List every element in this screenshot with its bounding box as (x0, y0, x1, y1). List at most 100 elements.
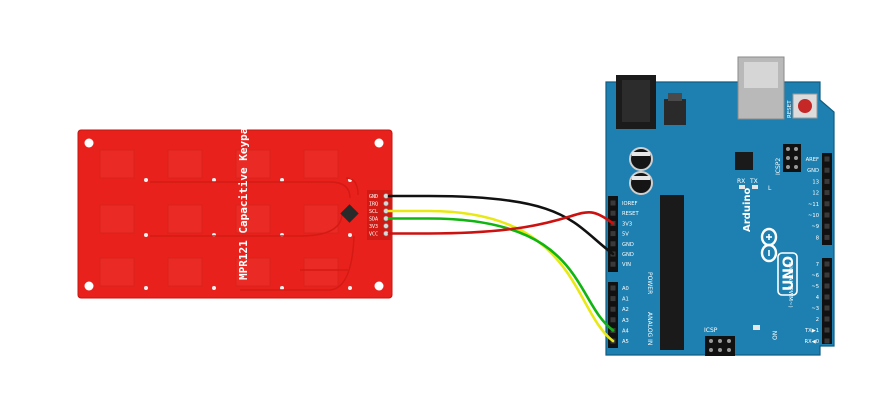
keypad-key (303, 257, 339, 287)
mount-hole (374, 138, 384, 148)
header-pin (610, 231, 616, 237)
icsp-pin (718, 339, 722, 343)
header-pin-label: IOREF (622, 201, 637, 207)
header-pin (824, 190, 830, 196)
header-pin-label: 7 (816, 262, 819, 268)
arduino-uno-board: RESET TX RX L ICSP2 Arduino (605, 56, 835, 356)
mpr121-keypad-board: MPR121 Capacitive Keypad GNDIRQSCLSDA3V3… (77, 121, 393, 299)
keypad-key (167, 204, 203, 234)
header-pin-label: A1 (622, 297, 629, 303)
led-tx (752, 185, 758, 189)
keypad-pin-label: GND (369, 194, 378, 200)
via (212, 178, 216, 182)
header-pin (610, 306, 616, 312)
header-pin (824, 178, 830, 184)
header-pin (824, 156, 830, 162)
keypad-pin (383, 223, 389, 229)
header-pin-label: A0 (622, 286, 629, 292)
header-pin (610, 241, 616, 247)
keypad-keys (99, 149, 352, 290)
header-pin (824, 294, 830, 300)
keypad-traces (150, 177, 359, 291)
icsp-label: ICSP (704, 327, 718, 334)
keypad-pin (383, 215, 389, 222)
header-pin-label: RX◀0 (805, 339, 819, 345)
header-pin-label: VIN (622, 262, 631, 268)
atmega-chip (660, 195, 684, 350)
arduino-logo (760, 227, 778, 263)
power-header-label: POWER (646, 272, 653, 294)
keypad-key (167, 257, 203, 287)
header-pin (824, 212, 830, 218)
mount-hole (374, 281, 384, 291)
header-pin (824, 167, 830, 173)
header-pin (824, 201, 830, 207)
icsp-header: ICSP (704, 327, 735, 356)
header-pin (824, 223, 830, 229)
header-pin-label: ~11 (808, 202, 819, 208)
header-pin-label: GND (622, 252, 634, 258)
usb-chip (735, 152, 753, 170)
keypad-key (167, 149, 203, 179)
header-pin (610, 285, 616, 291)
icsp2-label: ICSP2 (775, 158, 782, 175)
icsp-pin (709, 339, 713, 343)
mount-hole (84, 138, 94, 148)
wire-sda-to-a4 (387, 217, 615, 332)
header-pin-label: A4 (622, 328, 630, 334)
wire-scl-to-a5 (387, 209, 615, 343)
keypad-key (303, 204, 339, 234)
header-pin-label: ~10 (808, 213, 819, 219)
via (144, 233, 148, 237)
analog-header-label: ANALOG IN (646, 312, 653, 345)
rx-label: RX (737, 178, 745, 185)
icsp2-pin (786, 156, 790, 160)
header-pin-label: 2 (816, 317, 819, 323)
keypad-pin (383, 200, 389, 207)
icsp2-pin (794, 165, 798, 169)
header-pin-label: A5 (622, 339, 629, 345)
header-pin (824, 305, 830, 311)
capacitor (629, 147, 653, 171)
capacitor (629, 171, 653, 195)
keypad-title: MPR121 Capacitive Keypad (237, 121, 250, 280)
keypad-key (303, 149, 339, 179)
tx-label: TX (749, 178, 758, 185)
on-label: ON (772, 331, 779, 340)
keypad-pin-label: SCL (369, 209, 378, 215)
icsp2-pin (786, 147, 790, 151)
keypad-pin (383, 193, 389, 199)
keypad-pin-label: 3V3 (369, 224, 378, 230)
l-label: L (768, 185, 772, 192)
uno-model-text: UNO (781, 256, 797, 291)
header-pin (610, 200, 616, 206)
wire-vcc-to-3v3 (387, 211, 615, 235)
header-pin-label: 4 (816, 295, 820, 301)
keypad-pin (383, 208, 389, 214)
digital-header-bottom (822, 258, 832, 344)
header-pin-label: 5V (622, 232, 629, 238)
header-pin-label: 3V3 (622, 221, 632, 227)
header-pin-label: ~3 (811, 306, 819, 312)
analog-header (608, 282, 618, 348)
mpr121-chip (340, 204, 359, 223)
reset-label: RESET (787, 100, 793, 118)
icsp2-pin (786, 165, 790, 169)
keypad-key (235, 204, 271, 234)
icsp-pin (709, 348, 713, 352)
header-pin-label: ~5 (811, 284, 819, 290)
arduino-brand-text: Arduino (742, 188, 753, 232)
header-pin (824, 261, 830, 267)
header-pin (824, 316, 830, 322)
digital-header-top (822, 153, 832, 245)
header-pin-label: 12 (812, 191, 819, 197)
via (348, 233, 352, 237)
header-pin-label: ~9 (811, 224, 819, 230)
led-rx (739, 185, 745, 189)
keypad-key (99, 204, 135, 234)
mount-hole (84, 281, 94, 291)
icsp-pin (727, 348, 731, 352)
via (280, 286, 284, 290)
